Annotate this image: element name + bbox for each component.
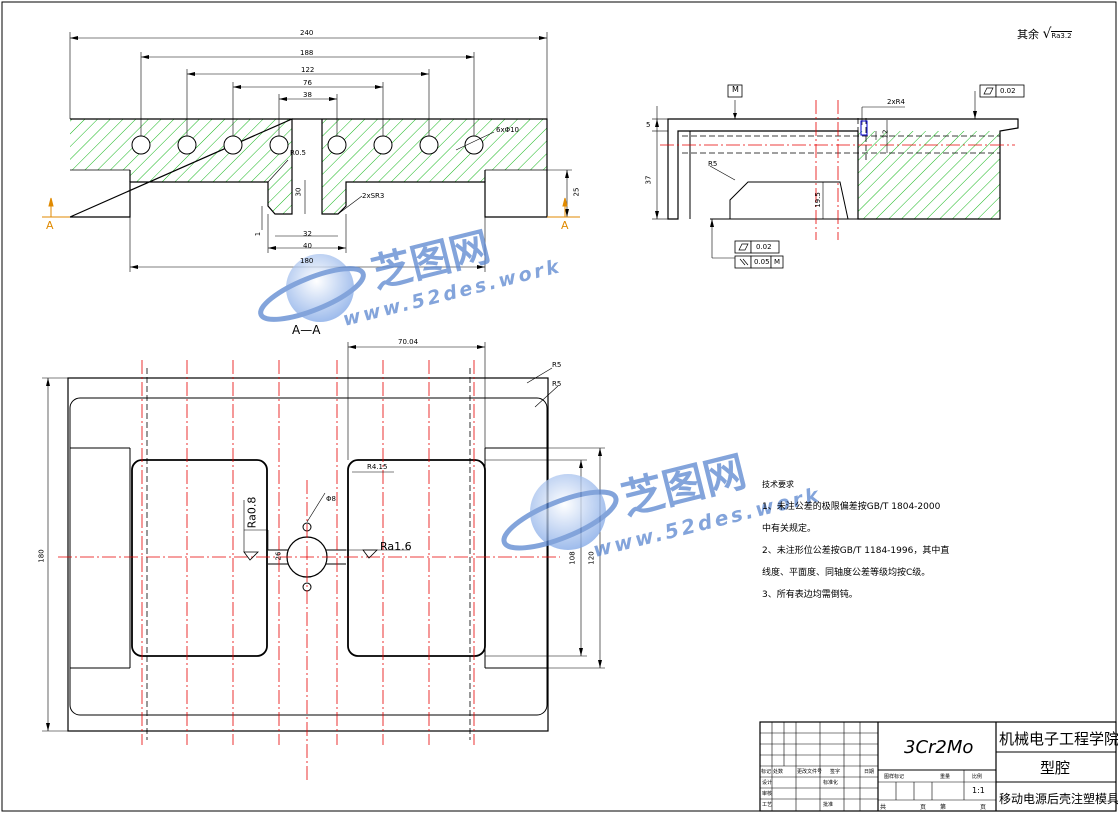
dim-70-04: 70.04 bbox=[398, 338, 419, 346]
dim-2xsr3: 2xSR3 bbox=[362, 192, 385, 200]
section-view bbox=[42, 32, 580, 272]
roughness-note: 其余 √Ra3.2 bbox=[1017, 26, 1072, 42]
dim-30: 30 bbox=[294, 187, 303, 197]
dim-108: 108 bbox=[568, 551, 577, 565]
section-label: A—A bbox=[292, 323, 321, 337]
cooling-hole bbox=[269, 135, 289, 155]
cavity-right bbox=[347, 459, 486, 657]
tb-label-mark: 标记 bbox=[761, 769, 772, 775]
tb-scale-label: 比例 bbox=[972, 774, 983, 780]
dim-32: 32 bbox=[303, 230, 312, 238]
watermark-logo bbox=[258, 254, 619, 551]
section-hatch bbox=[70, 119, 547, 214]
cavity-left bbox=[131, 459, 268, 657]
cooling-holes bbox=[131, 135, 484, 155]
title-block bbox=[759, 721, 1117, 812]
dim-12: 12 bbox=[881, 129, 890, 139]
dim-40: 40 bbox=[303, 242, 312, 250]
dim-180: 180 bbox=[300, 257, 314, 265]
tol-parallel-datum: M bbox=[774, 258, 781, 266]
part-name: 型腔 bbox=[1040, 759, 1071, 777]
project-name: 移动电源后壳注塑模具 bbox=[999, 792, 1118, 806]
dim-25: 25 bbox=[572, 187, 581, 197]
tb-total: 共 bbox=[880, 804, 887, 811]
tb-label-doc: 更改文件号 bbox=[797, 769, 823, 775]
side-hatch bbox=[858, 131, 1000, 219]
tb-label-review: 审核 bbox=[762, 791, 773, 797]
tb-label-std: 标准化 bbox=[823, 780, 839, 786]
tech-item-2: 2、未注形位公差按GB/T 1184-1996，其中直 bbox=[762, 546, 950, 556]
dim-26: 26 bbox=[274, 551, 283, 561]
dim-180-plan: 180 bbox=[37, 549, 46, 563]
dim-r5-b: R5 bbox=[552, 380, 562, 388]
roughness-ra16: Ra1.6 bbox=[380, 540, 412, 553]
dim-r5: R5 bbox=[708, 160, 718, 168]
dim-38: 38 bbox=[303, 91, 312, 99]
dim-37: 37 bbox=[644, 175, 653, 185]
material: 3Cr2Mo bbox=[904, 737, 974, 758]
tech-requirements: 技术要求 1、未注公差的极限偏差按GB/T 1804-2000 中有关规定。 2… bbox=[762, 474, 949, 606]
tech-item-1b: 中有关规定。 bbox=[762, 524, 817, 534]
dim-r5-a: R5 bbox=[552, 361, 562, 369]
tb-label-design: 设计 bbox=[762, 780, 773, 786]
dim-holes: 6xΦ10 bbox=[496, 126, 520, 134]
dim-1: 1 bbox=[254, 231, 263, 237]
dim-19-5: 19.5 bbox=[813, 192, 822, 208]
section-mark-right: A bbox=[561, 219, 569, 232]
dim-122: 122 bbox=[301, 66, 315, 74]
cooling-hole bbox=[419, 135, 439, 155]
tb-page: 页 bbox=[980, 804, 987, 811]
tol-parallel: 0.05 bbox=[754, 258, 770, 266]
tech-item-1: 1、未注公差的极限偏差按GB/T 1804-2000 bbox=[762, 502, 941, 512]
cooling-hole bbox=[373, 135, 393, 155]
side-view bbox=[652, 84, 1025, 269]
tb-label-date: 日期 bbox=[864, 769, 875, 775]
tb-weight: 重量 bbox=[940, 774, 951, 780]
dim-phi8: Φ8 bbox=[326, 495, 336, 503]
tech-item-2b: 线度、平面度、同轴度公差等级均按C级。 bbox=[762, 568, 931, 578]
scale: 1:1 bbox=[972, 786, 985, 795]
dim-5: 5 bbox=[646, 121, 651, 129]
tb-sheet: 第 bbox=[940, 804, 947, 811]
cooling-hole bbox=[131, 135, 151, 155]
dim-188: 188 bbox=[300, 49, 314, 57]
tol-flatness-bottom: 0.02 bbox=[756, 243, 772, 251]
cooling-hole bbox=[223, 135, 243, 155]
tech-item-3: 3、所有表边均需倒钝。 bbox=[762, 590, 858, 600]
cooling-hole bbox=[327, 135, 347, 155]
tb-pages: 页 bbox=[920, 804, 927, 811]
dim-120: 120 bbox=[587, 551, 596, 565]
cooling-hole bbox=[177, 135, 197, 155]
roughness-ra08: Ra0.8 bbox=[245, 496, 259, 529]
dim-2xr4: 2xR4 bbox=[887, 98, 905, 106]
tb-label-sign: 签字 bbox=[830, 769, 841, 775]
roughness-value: Ra3.2 bbox=[1051, 31, 1072, 40]
tb-label-approve: 批准 bbox=[823, 802, 834, 808]
dim-r05: R0.5 bbox=[290, 149, 306, 157]
tech-title: 技术要求 bbox=[762, 480, 794, 489]
section-mark-left: A bbox=[46, 219, 54, 232]
roughness-prefix: 其余 bbox=[1017, 28, 1039, 41]
datum-m-label: M bbox=[732, 85, 739, 94]
plan-view bbox=[42, 342, 605, 780]
tb-label-process: 工艺 bbox=[762, 802, 773, 808]
dim-240: 240 bbox=[300, 29, 314, 37]
tb-label-count: 处数 bbox=[773, 769, 784, 775]
tb-stage: 图样标记 bbox=[884, 774, 905, 780]
school-name: 机械电子工程学院 bbox=[999, 730, 1118, 748]
tol-flatness-top: 0.02 bbox=[1000, 87, 1016, 95]
dim-r4-15: R4.15 bbox=[367, 463, 388, 471]
dim-76: 76 bbox=[303, 79, 312, 87]
